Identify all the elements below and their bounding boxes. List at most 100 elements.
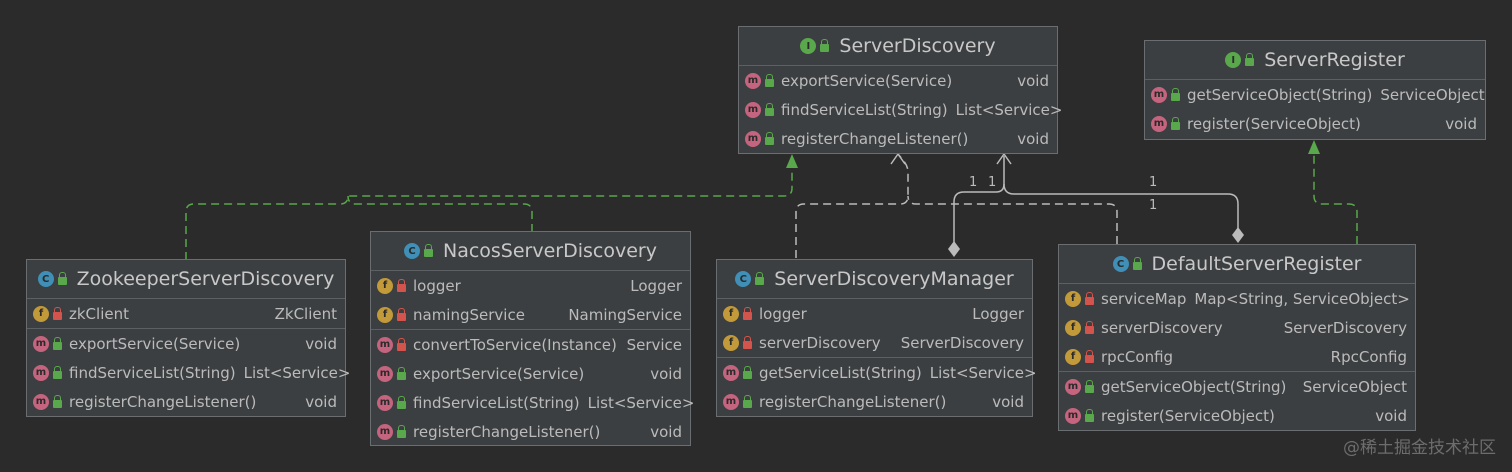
return-type: List<Service> — [955, 100, 1063, 119]
return-type: List<Service> — [929, 363, 1037, 382]
return-type: void — [305, 392, 337, 411]
multiplicity-label: 1 — [1149, 175, 1157, 190]
field-type: ZkClient — [274, 304, 337, 323]
method-name: exportService(Service) — [69, 334, 241, 353]
default-register-dependency-line — [907, 195, 1118, 244]
return-type: Service — [626, 335, 682, 354]
return-type: void — [1017, 129, 1049, 148]
private-lock-icon — [53, 306, 62, 320]
manager-aggregation-line — [953, 156, 1005, 242]
class-icon: C — [735, 271, 752, 287]
field-icon: f — [723, 334, 739, 351]
method-name: registerChangeListener() — [781, 129, 969, 148]
method-name: registerChangeListener() — [69, 392, 257, 411]
public-lock-icon — [53, 336, 62, 350]
method-icon: m — [745, 72, 761, 89]
field-name: logger — [413, 276, 461, 295]
class-name: ZookeeperServerDiscovery — [76, 268, 335, 290]
public-lock-icon — [1171, 87, 1180, 101]
class-name: DefaultServerRegister — [1151, 253, 1362, 275]
public-lock-icon — [743, 394, 752, 408]
field-icon: f — [1065, 290, 1081, 307]
public-lock-icon — [57, 272, 67, 285]
return-type: void — [1017, 71, 1049, 90]
method-name: getServiceObject(String) — [1187, 85, 1373, 104]
method-name: exportService(Service) — [781, 71, 953, 90]
field-type: ServerDiscovery — [1283, 318, 1407, 337]
method-name: findServiceList(String) — [69, 363, 236, 382]
field-icon: f — [1065, 348, 1081, 365]
field-icon: f — [1065, 319, 1081, 336]
method-icon: m — [33, 393, 49, 410]
class-name: ServerDiscoveryManager — [774, 268, 1014, 290]
field-name: namingService — [413, 305, 525, 324]
field-row[interactable]: f zkClient ZkClient — [27, 299, 345, 328]
aggregation-arrowhead — [996, 152, 1012, 165]
method-icon: m — [33, 364, 49, 381]
public-lock-icon — [765, 102, 774, 116]
private-lock-icon — [397, 278, 406, 292]
method-name: getServiceList(String) — [759, 363, 922, 382]
public-lock-icon — [1132, 257, 1142, 270]
class-header: I ServerRegister — [1145, 41, 1485, 79]
public-lock-icon — [755, 272, 765, 285]
field-row[interactable]: f rpcConfig RpcConfig — [1059, 342, 1415, 371]
field-name: serverDiscovery — [1101, 318, 1223, 337]
public-lock-icon — [53, 394, 62, 408]
field-name: rpcConfig — [1101, 347, 1174, 366]
field-row[interactable]: f serverDiscovery ServerDiscovery — [1059, 313, 1415, 342]
return-type: void — [1445, 114, 1477, 133]
class-name: ServerDiscovery — [839, 35, 996, 57]
method-icon: m — [377, 423, 393, 440]
private-lock-icon — [1085, 291, 1094, 305]
method-row[interactable]: m exportService(Service) void — [739, 66, 1057, 95]
return-type: void — [305, 334, 337, 353]
public-lock-icon — [765, 131, 774, 145]
field-type: NamingService — [568, 305, 682, 324]
public-lock-icon — [820, 39, 830, 52]
method-icon: m — [1065, 378, 1081, 395]
public-lock-icon — [53, 365, 62, 379]
field-type: RpcConfig — [1330, 347, 1407, 366]
field-name: serviceMap — [1101, 289, 1187, 308]
public-lock-icon — [1085, 379, 1094, 393]
method-row[interactable]: m registerChangeListener() void — [27, 387, 345, 416]
field-name: zkClient — [69, 304, 129, 323]
class-header: C NacosServerDiscovery — [371, 232, 690, 270]
realization-arrowhead — [786, 154, 798, 168]
dependency-arrowhead — [890, 152, 906, 165]
class-icon: C — [1112, 256, 1129, 272]
return-type: List<Service> — [587, 393, 695, 412]
private-lock-icon — [1085, 349, 1094, 363]
field-icon: f — [33, 305, 49, 322]
field-type: ServerDiscovery — [900, 333, 1024, 352]
multiplicity-label: 1 — [988, 175, 996, 190]
field-type: Logger — [630, 276, 682, 295]
private-lock-icon — [1085, 320, 1094, 334]
